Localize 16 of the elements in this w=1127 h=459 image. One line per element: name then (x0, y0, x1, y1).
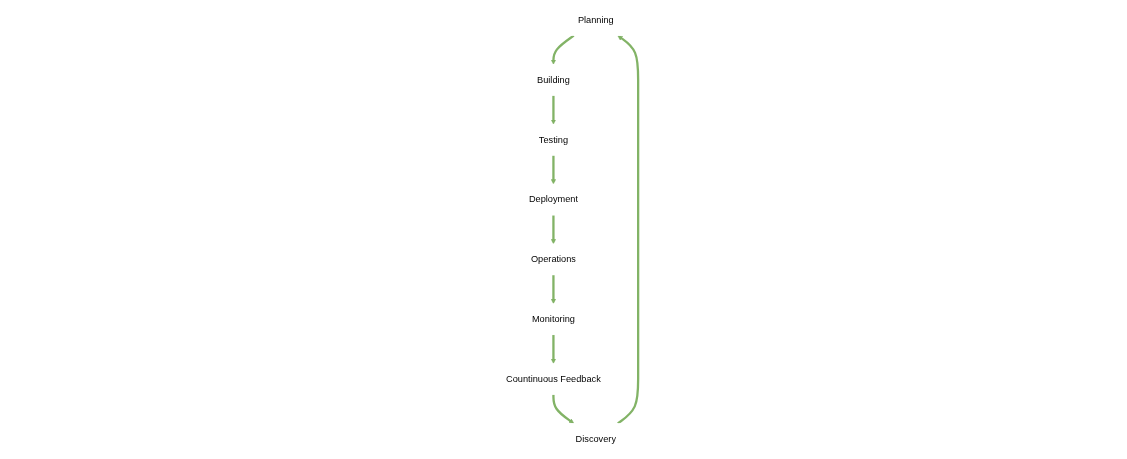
node-text: Monitoring (531, 314, 575, 324)
arrow (550, 334, 556, 364)
node-text: Operations (530, 254, 576, 265)
node-text: Deployment (528, 194, 578, 205)
node-text: Building (537, 74, 570, 85)
arrow (552, 394, 575, 424)
arrow (550, 155, 556, 185)
node-text: Countinuous Feedback (506, 373, 601, 384)
node-text: Testing (538, 134, 569, 145)
node-text: Planning (577, 14, 614, 25)
arrow (550, 34, 575, 65)
arrow (550, 215, 556, 245)
arrow (617, 35, 640, 425)
arrow (550, 274, 556, 304)
arrow (550, 95, 556, 125)
node-text: Discovery (575, 433, 616, 444)
